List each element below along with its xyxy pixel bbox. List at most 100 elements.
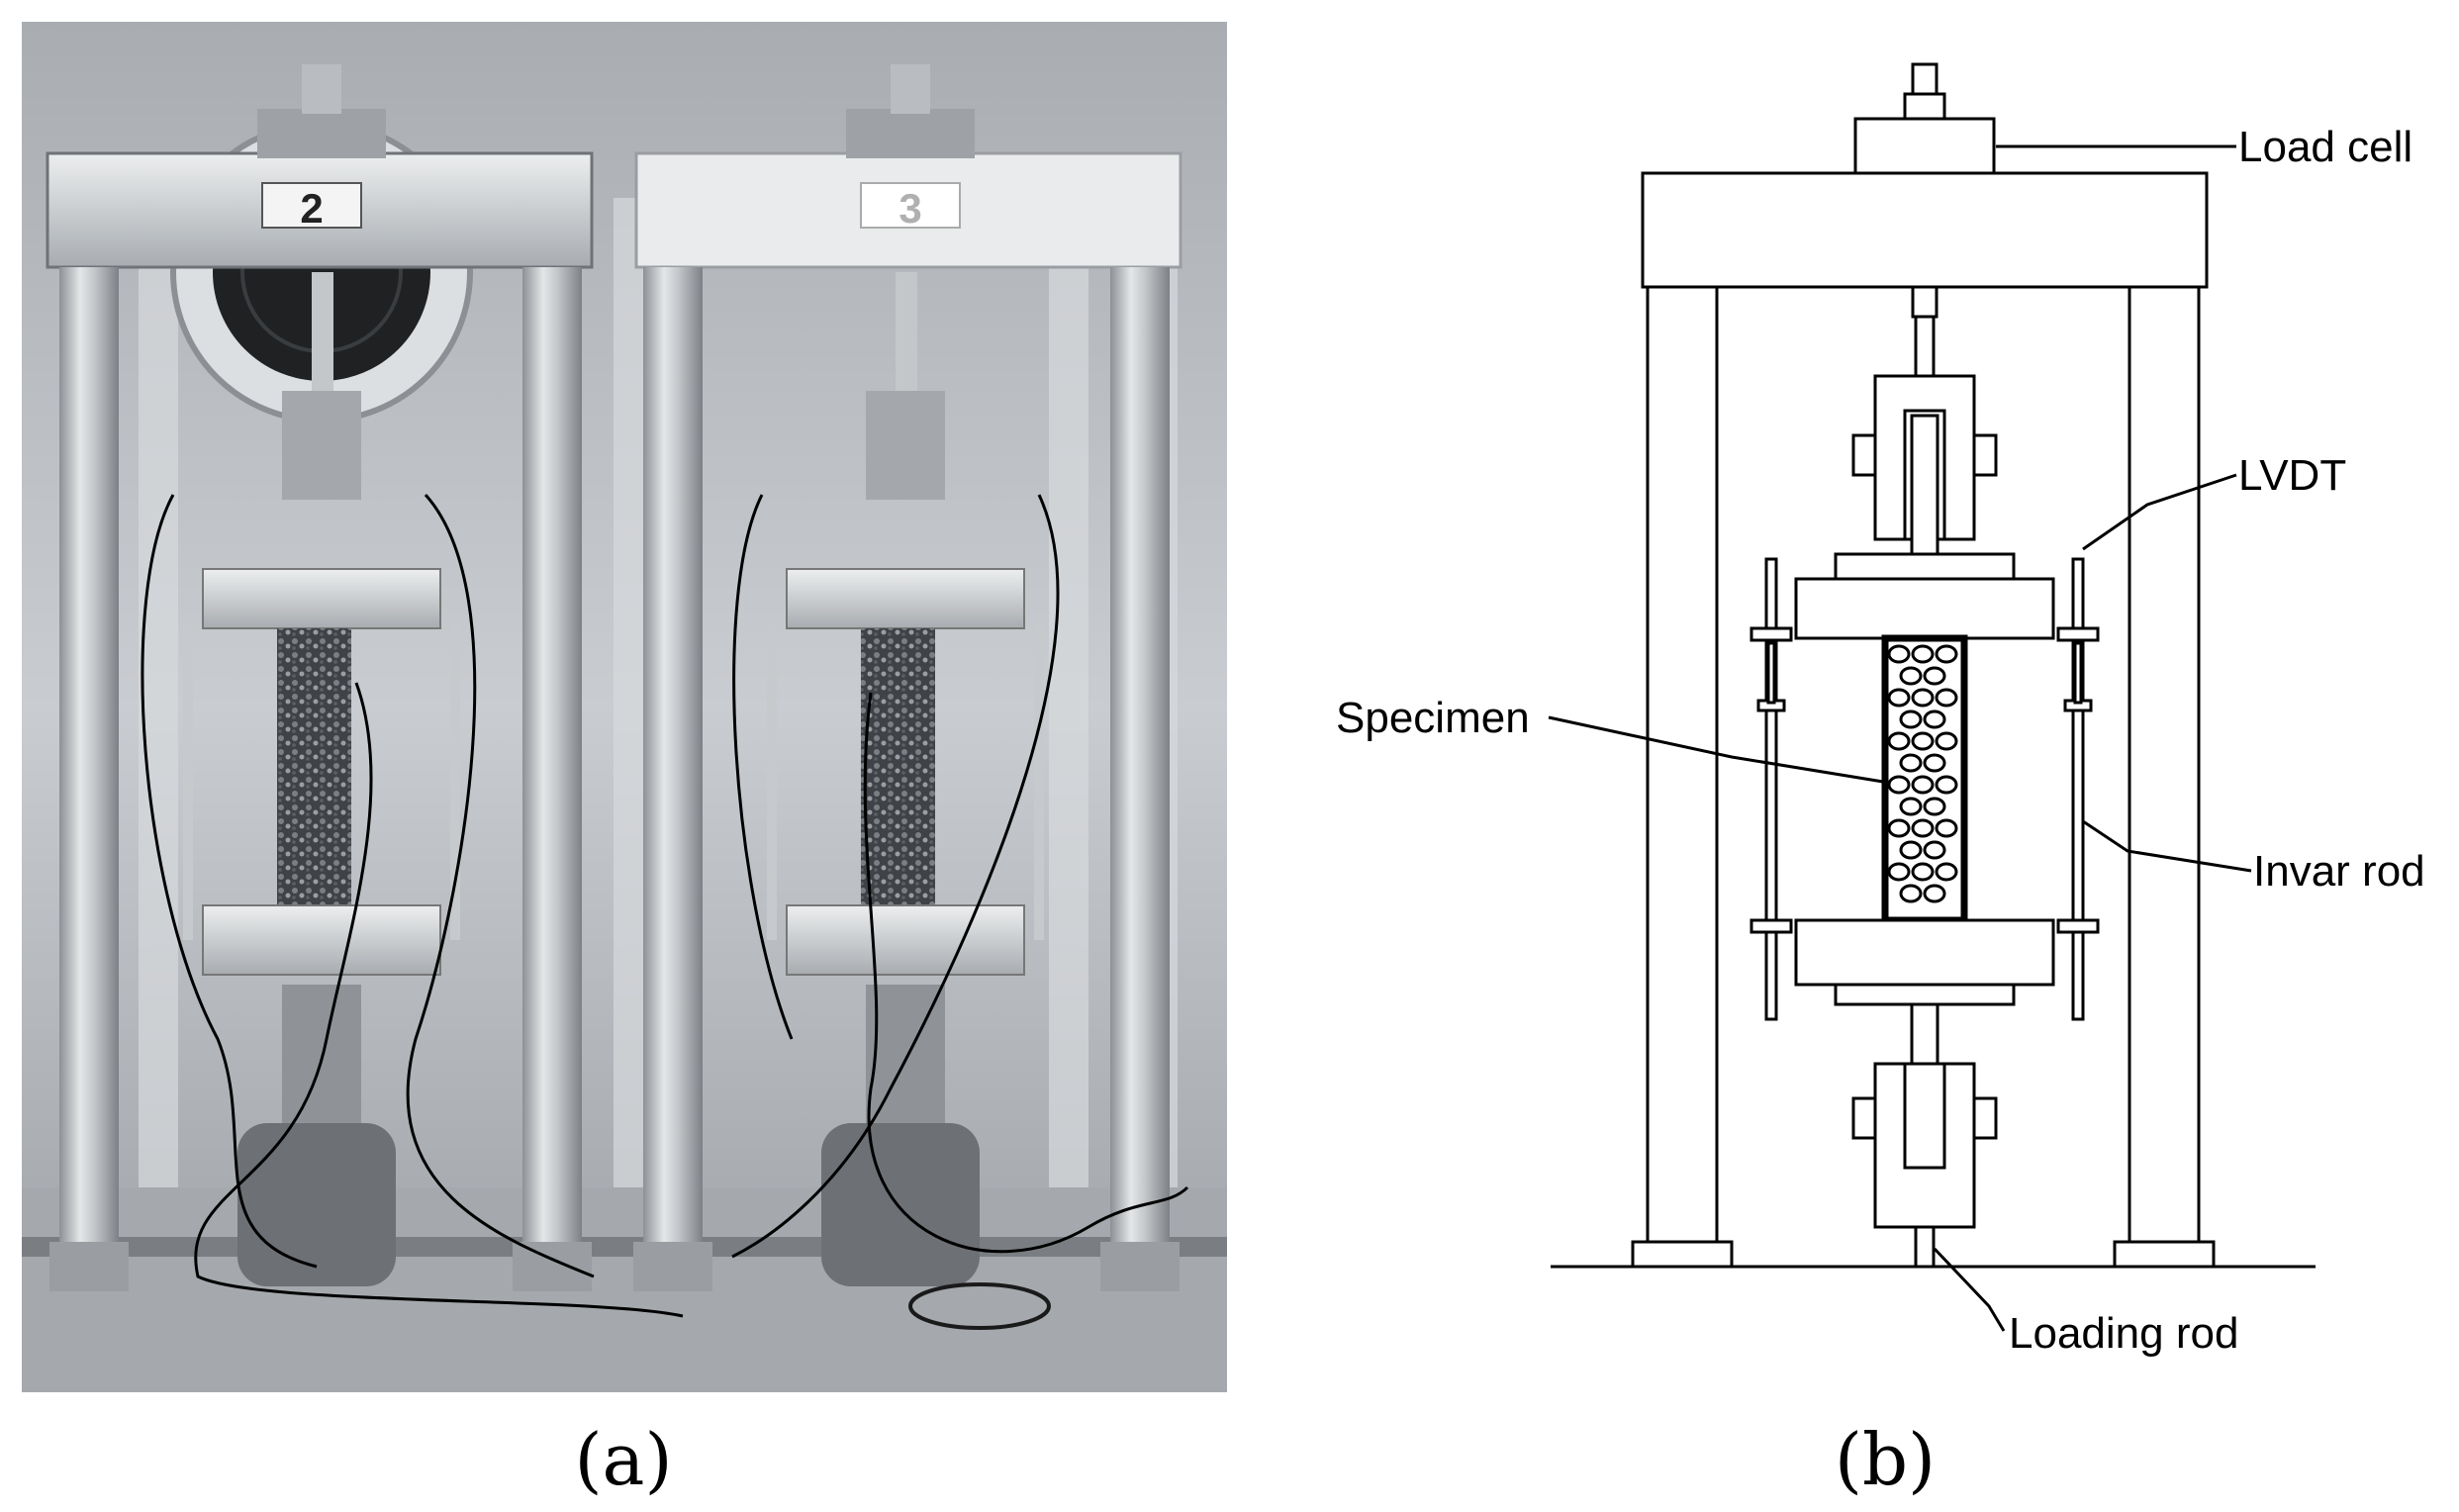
aggregate-particle <box>1911 731 1935 751</box>
aggregate-particle <box>1887 775 1911 795</box>
aggregate-particle <box>1935 731 1958 751</box>
aggregate-particle <box>1899 666 1923 686</box>
bottom-cap <box>1834 983 2016 1006</box>
invar-rod-left <box>183 623 193 940</box>
lower-clevis-pin-right <box>1972 1096 1998 1140</box>
load-cell <box>1853 117 1996 175</box>
photo-panel: 2 3 <box>22 22 1227 1392</box>
aggregate-particle <box>1911 644 1935 664</box>
aggregate-particle <box>1899 797 1923 816</box>
column-right <box>1110 267 1170 1247</box>
bottom-platen <box>786 904 1025 976</box>
invar-rod-right <box>2056 557 2100 1021</box>
lvdt-leader <box>2082 473 2237 551</box>
aggregate-particle <box>1935 644 1958 664</box>
crosshead <box>1641 171 2209 289</box>
column-foot-left <box>633 1242 712 1291</box>
aggregate-particle <box>1935 818 1958 838</box>
aggregate-particle <box>1923 797 1946 816</box>
upper-rod <box>312 272 333 421</box>
aggregate-particle <box>1887 731 1911 751</box>
thermocouple-wire <box>863 692 1189 1254</box>
column-right <box>522 267 582 1247</box>
lower-clevis <box>1873 1062 1976 1229</box>
aggregate-particle <box>1911 818 1935 838</box>
label-specimen: Specimen <box>1336 694 1530 742</box>
cable <box>141 494 318 1269</box>
frame-number-plate <box>860 182 961 229</box>
loading-rod <box>1914 1225 1936 1269</box>
frame-number-plate <box>261 182 362 229</box>
specimen-leader <box>1548 715 1884 784</box>
bottom-platen <box>202 904 441 976</box>
column-left <box>59 267 119 1247</box>
top-cap <box>1834 552 2016 581</box>
cable <box>731 494 1060 1259</box>
lvdt-left <box>1766 641 1776 705</box>
aggregate-particle <box>1911 688 1935 708</box>
loading-rod-leader <box>1933 1247 2006 1332</box>
lower-clevis-pin-left <box>1851 1096 1877 1140</box>
specimen <box>277 628 351 905</box>
top-platen <box>202 568 441 629</box>
upper-rod <box>1914 315 1936 378</box>
cable <box>732 494 794 1040</box>
upper-clevis-pin-right <box>1972 433 1998 477</box>
lvdt-right <box>2073 641 2083 705</box>
bellows <box>821 1123 980 1286</box>
thermocouple-wire <box>194 682 684 1318</box>
upper-rod <box>896 272 917 421</box>
lower-clevis <box>282 985 361 1123</box>
aggregate-particle <box>1887 688 1911 708</box>
base-tray <box>22 1187 1227 1392</box>
upper-clevis <box>866 391 945 500</box>
column-foot-left <box>1631 1240 1734 1269</box>
column-left <box>643 267 703 1247</box>
aggregate-particle <box>1923 666 1946 686</box>
bellows <box>237 1123 396 1286</box>
lower-clevis-slot <box>1903 1064 1946 1170</box>
column-foot-left <box>49 1242 129 1291</box>
column-foot-right <box>2113 1240 2216 1269</box>
cable <box>406 493 595 1278</box>
load-cell-stud <box>1903 92 1946 121</box>
label-loading-rod: Loading rod <box>2009 1309 2238 1358</box>
frame-number-3: 3 <box>898 185 921 232</box>
aggregate-particle <box>1935 688 1958 708</box>
aggregate-particle <box>1899 753 1923 773</box>
specimen <box>861 628 935 905</box>
aggregate-particle <box>1887 862 1911 882</box>
column-left <box>1646 285 1719 1244</box>
aggregate-particle <box>1935 862 1958 882</box>
upper-rod-collar <box>1911 285 1939 319</box>
load-cell-top <box>302 64 341 114</box>
invar-rod-right <box>1034 623 1044 940</box>
load-cell-top <box>1911 62 1939 96</box>
caption-a: (a) <box>574 1418 672 1501</box>
aggregate-particle <box>1899 884 1923 903</box>
top-platen <box>1794 577 2055 640</box>
upper-clevis <box>282 391 361 500</box>
aggregate-particle <box>1923 840 1946 860</box>
test-frame-2: 2 <box>46 64 684 1318</box>
column-foot-right <box>513 1242 592 1291</box>
aggregate-particle <box>1923 884 1946 903</box>
label-load-cell: Load cell <box>2238 123 2412 171</box>
load-cell-housing <box>846 109 975 158</box>
frame-number-2: 2 <box>300 185 323 232</box>
test-frame-3: 3 <box>633 64 1189 1330</box>
aggregate-particle <box>1899 709 1923 729</box>
aggregate-particle <box>1887 644 1911 664</box>
aggregate-particle <box>1935 775 1958 795</box>
invar-rod-left <box>767 623 777 940</box>
top-platen <box>786 568 1025 629</box>
invar-rod-right <box>450 623 460 940</box>
specimen <box>1881 634 1968 924</box>
aggregate-particle <box>1899 840 1923 860</box>
upper-clevis-slot <box>1903 409 1946 539</box>
aggregate-particle <box>1923 709 1946 729</box>
aggregate-particle <box>1923 753 1946 773</box>
load-cell-top <box>891 64 930 114</box>
label-lvdt: LVDT <box>2238 451 2346 500</box>
